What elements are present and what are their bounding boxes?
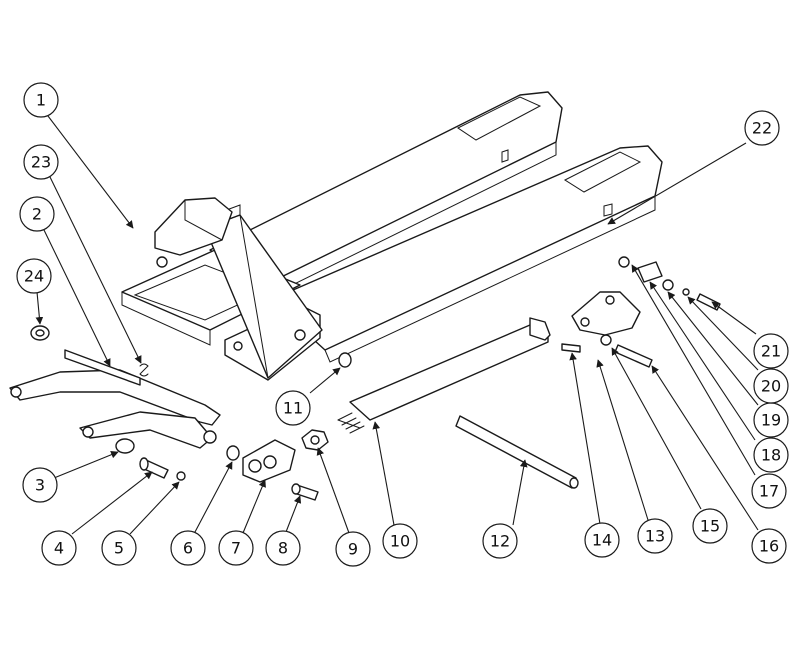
callout-label: 3 (35, 476, 45, 495)
washer-17 (618, 256, 630, 268)
pin-5 (176, 471, 186, 481)
callout-16: 16 (751, 528, 787, 564)
linkage-arm-2 (9, 349, 221, 449)
callout-label: 20 (761, 377, 781, 396)
pin-8 (291, 483, 319, 501)
washer-6 (226, 445, 240, 461)
roller-3 (115, 438, 135, 454)
callout-label: 5 (114, 539, 124, 558)
callout-8: 8 (265, 530, 301, 566)
bushing-24 (30, 325, 50, 341)
callout-19: 19 (753, 402, 789, 438)
callout-label: 13 (645, 527, 665, 546)
sleeve-18 (637, 261, 663, 283)
callout-3: 3 (22, 467, 58, 503)
callout-label: 7 (231, 539, 241, 558)
callout-22: 22 (744, 110, 780, 146)
ring-20 (682, 288, 690, 296)
callout-9: 9 (335, 531, 371, 567)
callout-2: 2 (19, 196, 55, 232)
long-rod-12 (455, 415, 579, 489)
callout-label: 2 (32, 205, 42, 224)
callout-21: 21 (753, 333, 789, 369)
roller-15 (600, 334, 612, 346)
callout-14: 14 (584, 522, 620, 558)
callout-23: 23 (23, 144, 59, 180)
callout-10: 10 (382, 523, 418, 559)
washer-11 (338, 352, 352, 368)
callout-6: 6 (170, 530, 206, 566)
callout-11: 11 (275, 390, 311, 426)
callout-20: 20 (753, 368, 789, 404)
callout-label: 23 (31, 153, 51, 172)
callout-label: 17 (759, 482, 779, 501)
callout-label: 18 (761, 446, 781, 465)
callout-label: 14 (592, 531, 612, 550)
callout-4: 4 (41, 530, 77, 566)
callout-7: 7 (218, 530, 254, 566)
callout-label: 9 (348, 540, 358, 559)
callout-label: 22 (752, 119, 772, 138)
fork-frame (121, 91, 663, 381)
callout-label: 21 (761, 342, 781, 361)
callout-label: 11 (283, 399, 303, 418)
leader-lines (35, 115, 759, 535)
callout-label: 1 (36, 91, 46, 110)
washer-19 (662, 279, 674, 291)
spring-clip-23 (139, 363, 149, 377)
callout-18: 18 (753, 437, 789, 473)
callout-label: 6 (183, 539, 193, 558)
pin-21 (696, 293, 721, 311)
callout-24: 24 (16, 258, 52, 294)
callout-15: 15 (692, 508, 728, 544)
callout-label: 8 (278, 539, 288, 558)
callout-1: 1 (23, 82, 59, 118)
nut-9 (301, 429, 329, 451)
pin-14 (561, 343, 581, 353)
callout-label: 4 (54, 539, 64, 558)
clevis-7 (242, 439, 296, 483)
callout-label: 15 (700, 517, 720, 536)
callout-label: 16 (759, 537, 779, 556)
callout-label: 10 (390, 532, 410, 551)
callout-13: 13 (637, 518, 673, 554)
callout-5: 5 (101, 530, 137, 566)
callout-label: 24 (24, 267, 44, 286)
callout-label: 19 (761, 411, 781, 430)
callout-label: 12 (490, 532, 510, 551)
push-rod-10 (337, 317, 551, 434)
axle-4 (139, 457, 169, 479)
rocker-plate-13 (571, 291, 641, 336)
callout-12: 12 (482, 523, 518, 559)
callout-17: 17 (751, 473, 787, 509)
